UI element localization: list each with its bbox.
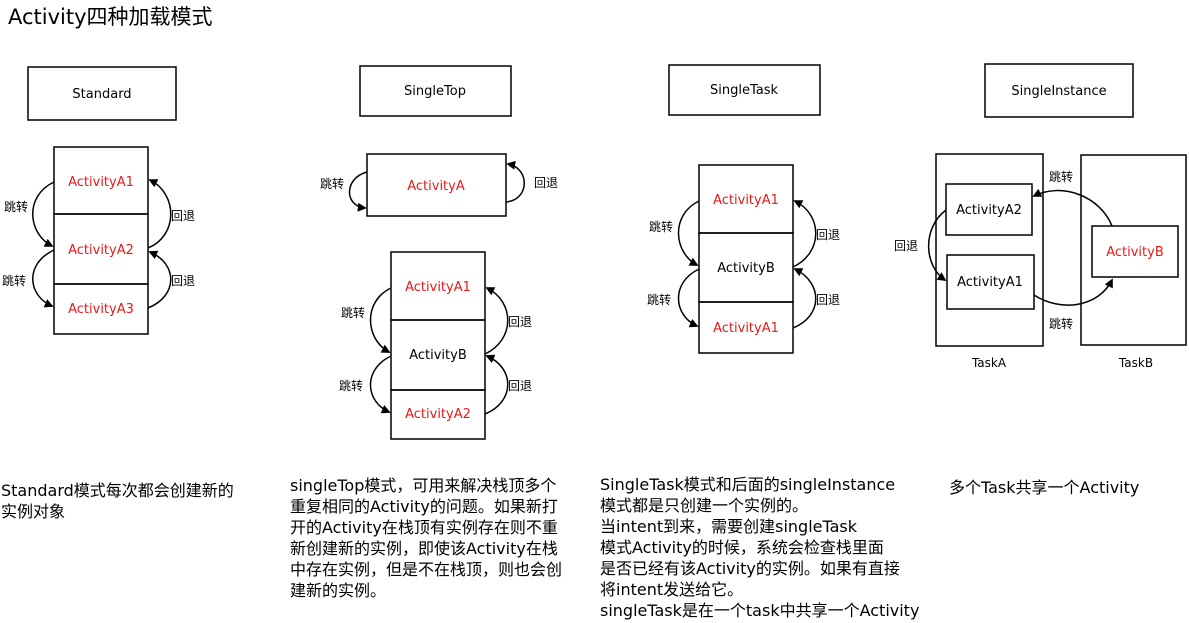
singletask-jump-label-2: 跳转 [647, 292, 671, 307]
singletop-back-arrow-1 [484, 287, 509, 355]
singletask-header-label: SingleTask [710, 83, 778, 98]
singletask-stack-label-3: ActivityA1 [713, 321, 779, 336]
singletask-header-box [668, 64, 821, 116]
standard-stack-label-2: ActivityA2 [68, 243, 134, 258]
singletask-stack-label-2: ActivityB [717, 261, 775, 276]
standard-section: Standard ActivityA1 ActivityA2 ActivityA… [2, 66, 195, 335]
singleinstance-back-label: 回退 [894, 239, 918, 253]
singletop-stack-label-1: ActivityA1 [405, 280, 471, 295]
singletask-back-label-1: 回退 [816, 228, 840, 242]
standard-back-label-2: 回退 [171, 274, 195, 288]
singletask-jump-label-1: 跳转 [649, 219, 673, 234]
singletop-self-jump-arrow [348, 171, 368, 212]
task-a-box [935, 153, 1044, 347]
singletop-description: singleTop模式，可用来解决栈顶多个 重复相同的Activity的问题。如… [290, 476, 563, 600]
singletop-stack-label-2: ActivityB [409, 348, 467, 363]
singleinstance-section: SingleInstance TaskA TaskB ActivityA2 Ac… [894, 63, 1187, 370]
singletop-single-label: ActivityA [407, 179, 465, 194]
singletop-jump-label-1: 跳转 [341, 305, 365, 320]
standard-jump-arrow-1 [32, 181, 55, 247]
standard-header-box [27, 66, 177, 121]
task-b-box [1080, 154, 1187, 346]
singletop-header-box [359, 65, 512, 117]
singletop-self-back-arrow [505, 160, 525, 203]
singletop-back-label-2: 回退 [508, 379, 532, 393]
singleinstance-jump-arrow-2 [1032, 188, 1113, 227]
standard-back-arrow-2 [147, 250, 172, 309]
singletop-stack-label-3: ActivityA2 [405, 407, 471, 422]
task-b-item-label: ActivityB [1106, 245, 1164, 260]
task-a-item-box-2 [946, 254, 1035, 310]
singletask-jump-arrow-1 [677, 200, 700, 266]
singleinstance-description: 多个Task共享一个Activity [949, 478, 1140, 497]
singletask-back-arrow-1 [792, 200, 817, 268]
singleinstance-header-box [984, 63, 1134, 118]
singletop-header-label: SingleTop [404, 84, 466, 99]
standard-back-arrow-1 [147, 179, 172, 249]
singletop-stack-box-3 [390, 389, 486, 440]
standard-stack-box-3 [53, 283, 149, 335]
task-b-item-box [1091, 225, 1179, 278]
singletask-stack-label-1: ActivityA1 [713, 193, 779, 208]
page-title: Activity四种加载模式 [8, 5, 213, 29]
standard-stack-label-3: ActivityA3 [68, 302, 134, 317]
singletask-back-label-2: 回退 [816, 293, 840, 307]
task-a-item-box-1 [945, 183, 1033, 236]
singletop-back-label-1: 回退 [508, 315, 532, 329]
singletop-back-arrow-2 [484, 354, 509, 415]
task-a-item-label-1: ActivityA2 [956, 203, 1022, 218]
task-a-item-label-2: ActivityA1 [957, 275, 1023, 290]
standard-stack-label-1: ActivityA1 [68, 175, 134, 190]
singletop-self-back-label: 回退 [534, 176, 558, 190]
standard-jump-label-1: 跳转 [4, 199, 28, 214]
singleinstance-jump-arrow-1 [1033, 278, 1113, 306]
singleinstance-header-label: SingleInstance [1011, 84, 1106, 99]
singletask-back-arrow-2 [792, 268, 817, 329]
standard-jump-label-2: 跳转 [2, 273, 26, 288]
task-a-label: TaskA [971, 356, 1007, 370]
singletop-single-box [366, 153, 507, 217]
singletop-jump-label-2: 跳转 [339, 378, 363, 393]
singletask-section: SingleTask ActivityA1 ActivityB Activity… [647, 64, 840, 354]
singleinstance-jump-label-2: 跳转 [1049, 316, 1073, 331]
singleinstance-back-arrow [927, 209, 947, 282]
task-b-label: TaskB [1118, 356, 1153, 370]
singletop-self-jump-label: 跳转 [320, 176, 344, 191]
standard-description: Standard模式每次都会创建新的 实例对象 [1, 481, 234, 521]
singletop-jump-arrow-2 [369, 355, 392, 414]
standard-back-label-1: 回退 [171, 209, 195, 223]
singletask-jump-arrow-2 [677, 268, 700, 328]
singleinstance-jump-label-1: 跳转 [1049, 169, 1073, 184]
standard-header-label: Standard [72, 87, 131, 102]
singletask-description: SingleTask模式和后面的singleInstance 模式都是只创建一个… [600, 475, 920, 620]
singletop-section: SingleTop ActivityA 跳转 回退 ActivityA1 Act… [320, 65, 558, 440]
standard-jump-arrow-2 [32, 249, 55, 308]
singletop-jump-arrow-1 [369, 287, 392, 353]
